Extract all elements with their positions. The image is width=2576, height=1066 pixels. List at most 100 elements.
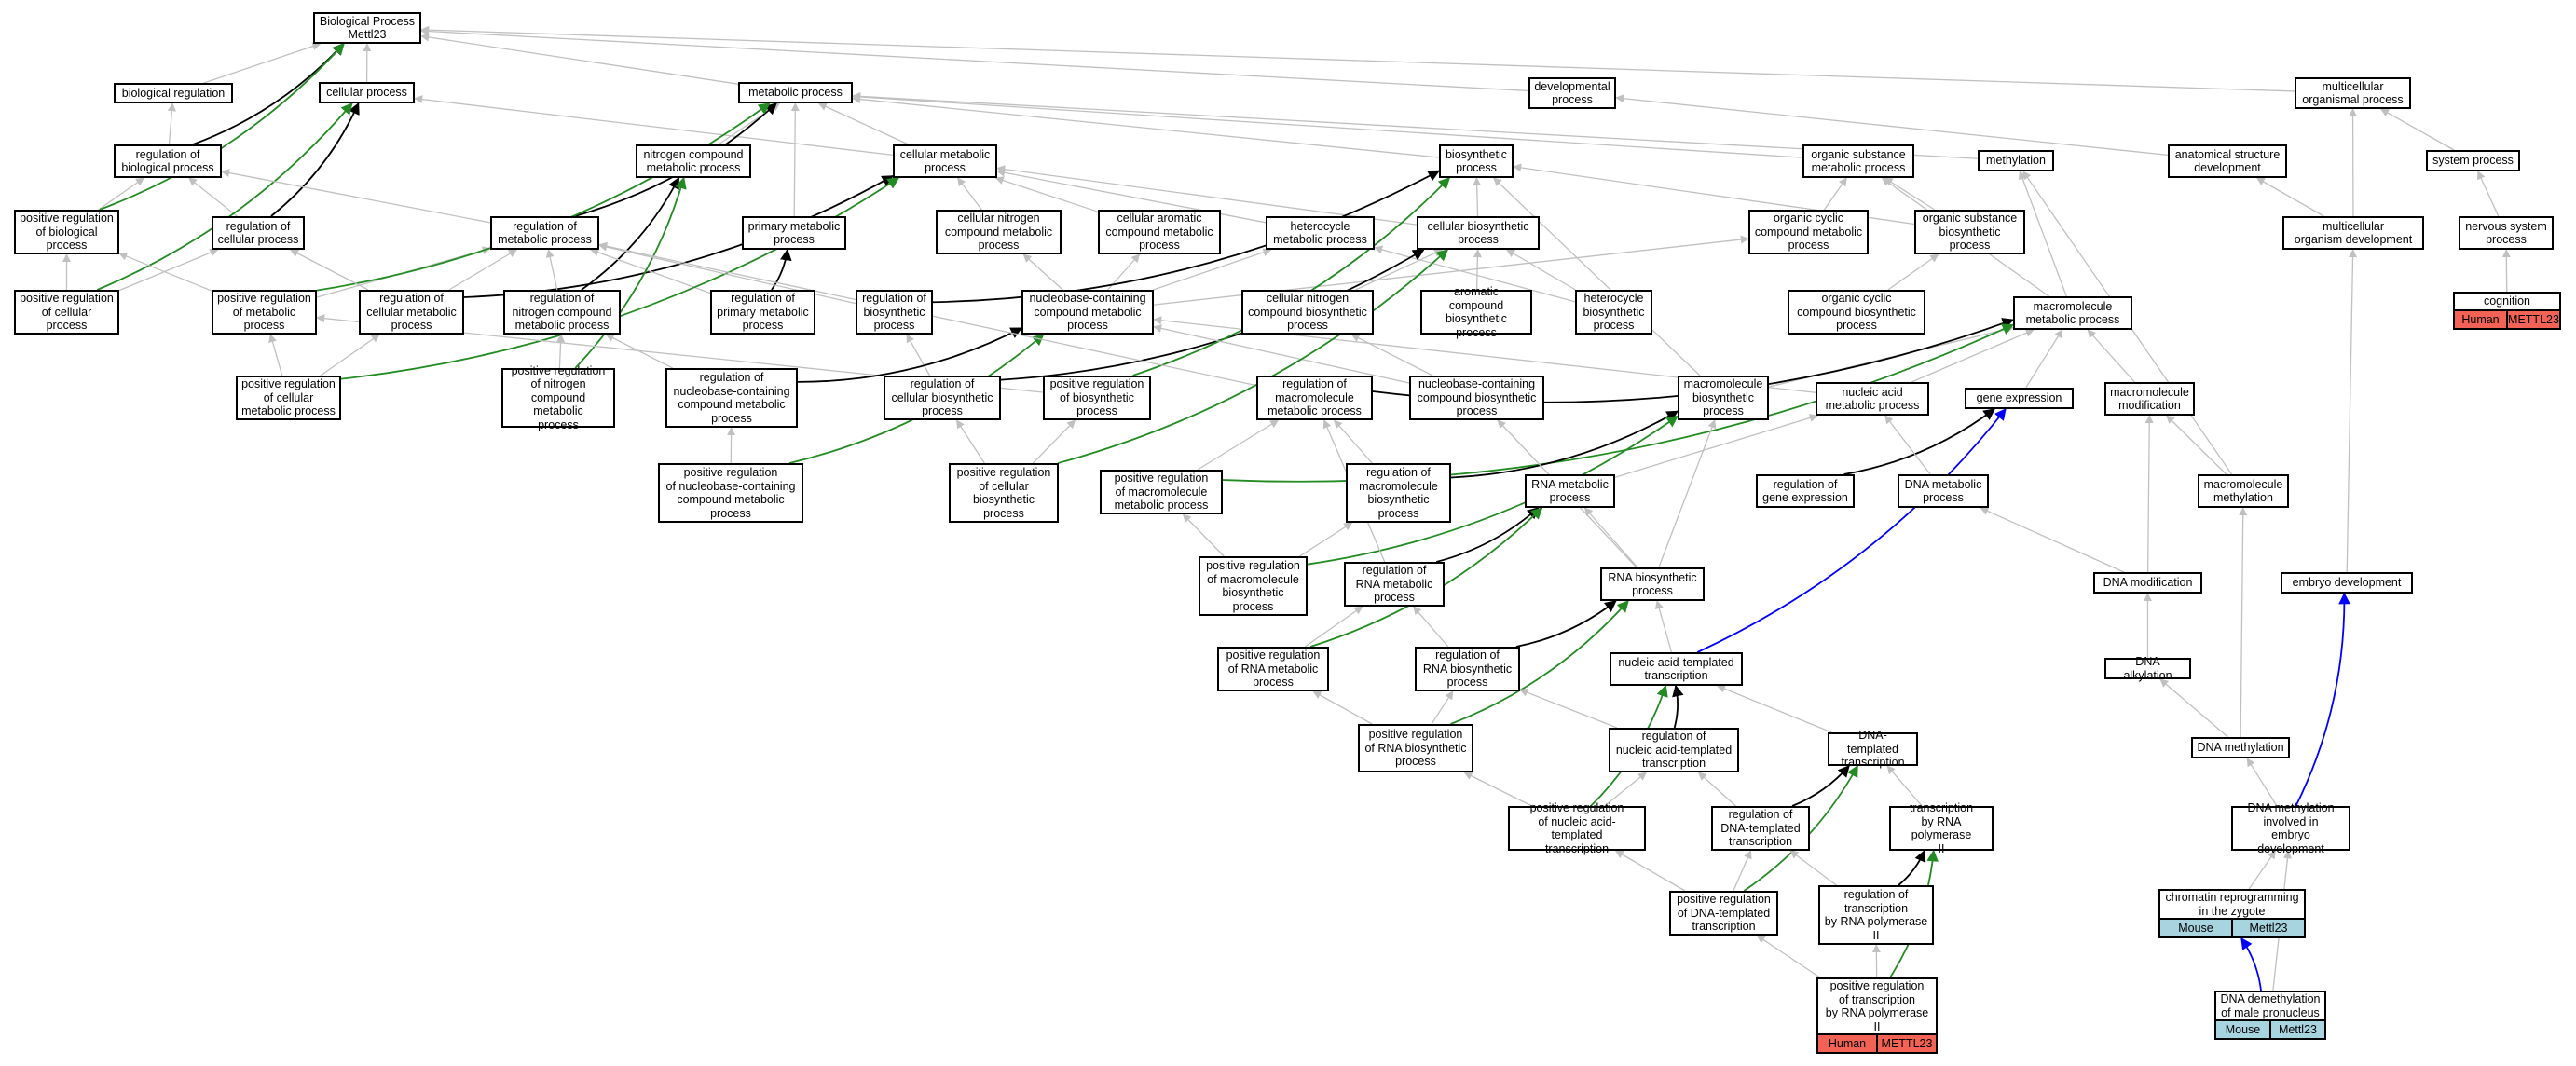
go-term-biosyn[interactable]: biosynthetic process (1439, 144, 1514, 178)
go-term-dna-met[interactable]: DNA metabolic process (1898, 474, 1989, 508)
go-term-n-comp-met[interactable]: nitrogen compound metabolic process (636, 144, 751, 178)
go-term-multi-org[interactable]: multicellular organismal process (2295, 77, 2411, 109)
go-term-reg-cell-biosyn[interactable]: regulation of cellular biosynthetic proc… (884, 376, 1001, 420)
go-term-reg-n-met[interactable]: regulation of nitrogen compound metaboli… (503, 290, 621, 335)
go-term-met-proc[interactable]: metabolic process (738, 82, 853, 103)
edge-chrom_reprog-to-dna_meth_embryo (2248, 850, 2277, 890)
go-term-reg-gene-expr[interactable]: regulation of gene expression (1756, 474, 1855, 508)
edge-cell_biosyn-to-biosyn (1473, 177, 1482, 217)
go-term-dna-alk[interactable]: DNA alkylation (2104, 655, 2191, 682)
go-term-pos-reg-n-met[interactable]: positive regulation of nitrogen compound… (501, 364, 615, 431)
go-term-prim-met[interactable]: primary metabolic process (742, 216, 846, 250)
go-term-org-sub-biosyn[interactable]: organic substance biosynthetic process (1914, 210, 2025, 254)
go-term-gene-expr[interactable]: gene expression (1965, 388, 2074, 409)
go-term-anat-dev[interactable]: anatomical structure development (2168, 144, 2287, 178)
go-term-reg-na-templ[interactable]: regulation of nucleic acid-templated tra… (1609, 728, 1739, 772)
edge-hetero_biosyn-to-cell_biosyn (1506, 249, 1576, 291)
go-term-pos-reg-dna-templ[interactable]: positive regulation of DNA-templated tra… (1669, 891, 1778, 936)
go-term-reg-rna-met[interactable]: regulation of RNA metabolic process (1344, 562, 1445, 607)
go-term-reg-dna-templ[interactable]: regulation of DNA-templated transcriptio… (1711, 806, 1810, 851)
go-term-reg-transc-pol2[interactable]: regulation of transcription by RNA polym… (1818, 885, 1934, 945)
edge-pos_reg_dna_templ-to-pos_reg_na_templ (1614, 850, 1686, 892)
edge-reg_prim_met-to-prim_met (771, 248, 792, 291)
edge-reg_na_templ-to-reg_rna_biosyn (1519, 688, 1618, 729)
go-term-na-met[interactable]: nucleic acid metabolic process (1816, 382, 1929, 416)
go-term-dna-templ-transc[interactable]: DNA-templated transcription (1828, 729, 1918, 769)
edge-pos_reg_cell_met-to-pos_reg_met (268, 334, 283, 376)
go-term-dev-proc[interactable]: developmental process (1528, 77, 1616, 109)
go-term-sys-proc[interactable]: system process (2426, 150, 2520, 171)
go-term-pos-reg-cell[interactable]: positive regulation of cellular process (14, 290, 119, 335)
go-term-cell-proc[interactable]: cellular process (319, 82, 415, 103)
go-term-arom-biosyn[interactable]: aromatic compound biosynthetic process (1420, 285, 1532, 339)
go-term-macro-met[interactable]: macromolecule metabolic process (2013, 296, 2132, 330)
go-term-pos-reg-macro-met[interactable]: positive regulation of macromolecule met… (1100, 470, 1223, 514)
go-term-pos-reg-macro-biosyn[interactable]: positive regulation of macromolecule bio… (1199, 556, 1308, 616)
go-term-transc-pol2[interactable]: transcription by RNA polymerase II (1889, 801, 1994, 855)
go-term-dna-mod[interactable]: DNA modification (2093, 572, 2202, 594)
go-term-reg-macro-biosyn2[interactable]: regulation of macromolecule biosynthetic… (1346, 463, 1451, 523)
go-term-na-templ-transc[interactable]: nucleic acid-templated transcription (1610, 652, 1743, 686)
go-term-nucleobase-biosyn[interactable]: nucleobase-containing compound biosynthe… (1409, 376, 1544, 420)
go-term-hetero-biosyn[interactable]: heterocycle biosynthetic process (1575, 290, 1652, 335)
gene-label: METTL23 (1876, 1035, 1936, 1052)
go-term-macro-meth[interactable]: macromolecule methylation (2198, 474, 2289, 508)
edge-nucleobase_met-to-cell_n_met (1022, 253, 1063, 291)
go-term-reg-macro-biosyn[interactable]: regulation of macromolecule metabolic pr… (1256, 376, 1373, 420)
go-term-biol-reg[interactable]: biological regulation (114, 83, 233, 103)
go-term-org-cyc-biosyn[interactable]: organic cyclic compound biosynthetic pro… (1788, 290, 1925, 335)
go-term-pos-reg-nucleobase-met[interactable]: positive regulation of nucleobase-contai… (658, 463, 803, 523)
go-term-nerv-sys[interactable]: nervous system process (2459, 216, 2554, 250)
edge-rna_met-to-na_met (1614, 414, 1818, 478)
go-term-reg-rna-biosyn[interactable]: regulation of RNA biosynthetic process (1415, 647, 1520, 691)
edge-dna_meth-to-dna_alk (2159, 678, 2228, 738)
go-term-org-cyc-met[interactable]: organic cyclic compound metabolic proces… (1748, 210, 1869, 254)
go-term-embryo-dev[interactable]: embryo development (2281, 572, 2413, 594)
go-term-chrom-reprog[interactable]: chromatin reprogramming in the zygote (2158, 889, 2306, 920)
go-term-reg-met[interactable]: regulation of metabolic process (490, 216, 599, 250)
go-term-dna-demeth[interactable]: DNA demethylation of male pronucleus (2214, 991, 2326, 1021)
edge-pos_reg_transc_pol2-to-pos_reg_dna_templ (1756, 935, 1821, 978)
go-term-reg-prim-met[interactable]: regulation of primary metabolic process (710, 290, 815, 335)
go-term-reg-nucleobase-met[interactable]: regulation of nucleobase-containing comp… (665, 368, 798, 428)
go-term-rna-biosyn[interactable]: RNA biosynthetic process (1600, 567, 1705, 601)
go-term-dna-meth-embryo[interactable]: DNA methylation involved in embryo devel… (2231, 801, 2350, 855)
go-term-multi-dev[interactable]: multicellular organism development (2282, 216, 2424, 250)
go-term-org-sub-met[interactable]: organic substance metabolic process (1802, 144, 1914, 178)
go-term-reg-biosyn[interactable]: regulation of biosynthetic process (856, 290, 933, 335)
go-term-hetero-met[interactable]: heterocycle metabolic process (1266, 216, 1375, 250)
edge-pos_reg_n_met-to-n_comp_met (574, 176, 687, 369)
go-term-cell-met[interactable]: cellular metabolic process (893, 144, 997, 178)
go-term-rna-met[interactable]: RNA metabolic process (1525, 474, 1615, 508)
go-term-pos-reg-met[interactable]: positive regulation of metabolic process (212, 290, 317, 335)
go-term-pos-reg-na-templ[interactable]: positive regulation of nucleic acid-temp… (1508, 801, 1646, 855)
go-term-macro-biosyn[interactable]: macromolecule biosynthetic process (1678, 376, 1769, 420)
go-term-pos-reg-biol[interactable]: positive regulation of biological proces… (14, 210, 119, 254)
go-term-reg-cell-met[interactable]: regulation of cellular metabolic process (359, 290, 464, 335)
edge-dna_mod-to-dna_met (1980, 507, 2125, 573)
go-term-dna-meth[interactable]: DNA methylation (2191, 737, 2290, 758)
go-term-bp[interactable]: Biological Process Mettl23 (313, 12, 421, 44)
go-term-cell-n-biosyn[interactable]: cellular nitrogen compound biosynthetic … (1241, 290, 1374, 335)
go-term-cell-n-met[interactable]: cellular nitrogen compound metabolic pro… (936, 210, 1062, 254)
go-term-pos-reg-transc-pol2[interactable]: positive regulation of transcription by … (1816, 977, 1938, 1035)
go-term-cell-arom-met[interactable]: cellular aromatic compound metabolic pro… (1098, 210, 1221, 254)
go-term-cell-biosyn[interactable]: cellular biosynthetic process (1417, 216, 1540, 250)
go-term-cognition[interactable]: cognition (2453, 292, 2561, 311)
go-term-pos-reg-rna-biosyn[interactable]: positive regulation of RNA biosynthetic … (1358, 724, 1473, 772)
go-term-pos-reg-rna-met[interactable]: positive regulation of RNA metabolic pro… (1217, 647, 1329, 691)
go-term-reg-cell[interactable]: regulation of cellular process (212, 216, 305, 250)
edge-multi_org-to-bp (420, 25, 2295, 92)
go-term-methylation[interactable]: methylation (1978, 150, 2054, 171)
go-term-macro-mod[interactable]: macromolecule modification (2104, 382, 2195, 416)
go-term-pos-reg-cell-biosyn[interactable]: positive regulation of cellular biosynth… (949, 463, 1059, 523)
go-term-nucleobase-met[interactable]: nucleobase-containing compound metabolic… (1021, 290, 1154, 335)
go-term-reg-biol[interactable]: regulation of biological process (114, 144, 222, 178)
edge-nucleobase_biosyn-to-nucleobase_met (1153, 323, 1410, 384)
edge-reg_macro_biosyn2-to-reg_macro_biosyn (1334, 419, 1373, 464)
go-term-pos-reg-biosyn[interactable]: positive regulation of biosynthetic proc… (1043, 376, 1151, 420)
go-term-pos-reg-cell-met[interactable]: positive regulation of cellular metaboli… (236, 376, 341, 420)
